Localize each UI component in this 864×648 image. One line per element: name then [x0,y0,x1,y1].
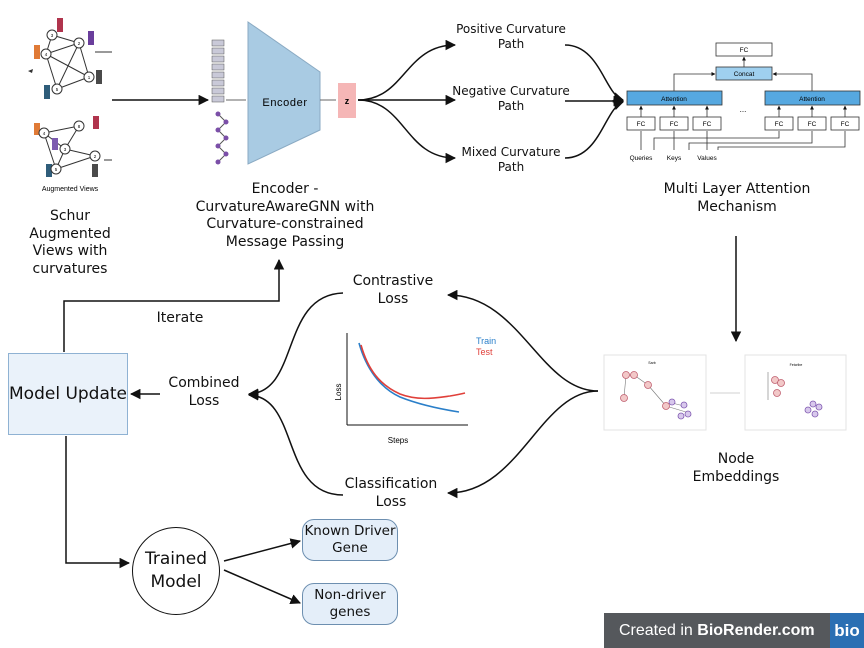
graph1-node-3: 4 [40,48,52,60]
fc-label-5: FC [808,121,817,128]
graph1-node-4: 5 [51,83,63,95]
graph2-node-4: 2 [89,150,101,162]
embeddings-panel-1: Sarb [603,354,707,431]
graph1-node-1: 3 [46,29,58,41]
trained-model-circle: Trained Model [132,527,220,615]
loss-chart-xlabel: Steps [388,436,408,445]
positive-path-label: Positive Curvature Path [456,22,566,51]
biorender-badge[interactable]: Created in BioRender.com bio [604,613,864,648]
encoder-input-stack [211,39,225,103]
model-update-box: Model Update [8,353,128,435]
loss-chart-ylabel: Loss [334,384,343,401]
svg-text:4: 4 [43,131,46,136]
graph2-node-5: 5 [50,163,62,175]
arrow-contrastive-to-combined [247,292,344,399]
arrow-to-known-driver [223,538,302,562]
fc-label-6: FC [841,121,850,128]
latent-z-box [338,83,356,118]
attention-module: FC Concat Attention Attention ... FC FC … [626,42,861,162]
arrow-embeddings-to-classification [446,390,599,499]
arrow-z-to-positive [357,39,457,101]
svg-text:8: 8 [78,124,81,129]
graph2-node-2: 8 [73,120,85,132]
embeddings-panel-1-title: Sarb [648,361,655,365]
arrow-to-non-driver [223,569,301,605]
svg-text:5: 5 [56,87,59,92]
encoder-block [247,21,321,165]
fc-label-1: FC [637,121,646,128]
loss-chart: Loss Steps Train Test [334,333,496,445]
trained-model-label: Trained Model [144,549,208,592]
train-curve [358,342,460,413]
queries-label: Queries [630,155,654,162]
mixed-path-label: Mixed Curvature Path [461,145,561,174]
iterate-label: Iterate [156,310,204,326]
embeddings-panel-2-title: Fetcribe [790,363,803,367]
svg-text:3: 3 [64,147,67,152]
known-driver-gene-box: Known Driver Gene [302,519,398,561]
classification-loss-label: Classification Loss [344,476,438,510]
encoder-graph-chain [215,111,229,165]
svg-text:1: 1 [88,75,91,80]
fc-label-2: FC [670,121,679,128]
biorender-text: Created in BioRender.com [604,622,830,640]
attention-label-1: Attention [661,96,687,103]
non-driver-genes-box: Non-driver genes [302,583,398,625]
graph2-node-1: 4 [38,127,50,139]
graph1-node-5: 1 [83,71,95,83]
arrow-iterate-loop [63,258,285,352]
attention-ellipsis: ... [740,105,747,114]
encoder-caption: Encoder - CurvatureAwareGNN with Curvatu… [195,181,375,250]
values-label: Values [697,155,717,162]
svg-text:2: 2 [94,154,97,159]
fc-label-4: FC [775,121,784,128]
encoder-block-label: Encoder [262,97,307,109]
non-driver-genes-label: Non-driver genes [314,587,386,620]
svg-text:5: 5 [55,167,58,172]
test-curve [360,344,466,400]
legend-test: Test [476,347,493,357]
arrow-positive-to-attention [564,44,625,103]
augmented-views-label: Schur Augmented Views with curvatures [29,208,111,277]
contrastive-loss-label: Contrastive Loss [352,273,434,307]
arrow-embeddings-to-contrastive [446,289,599,392]
combined-loss-label: Combined Loss [168,375,240,409]
attention-caption: Multi Layer Attention Mechanism [663,181,811,215]
top-fc-label: FC [740,47,749,54]
concat-label: Concat [734,71,755,78]
created-in-text: Created in [619,621,693,639]
arrow-update-to-trained [65,436,131,569]
svg-text:3: 3 [51,33,54,38]
model-update-label: Model Update [9,383,128,404]
arrow-mixed-to-attention [564,100,624,159]
latent-z-label: z [345,96,350,106]
embeddings-caption: Node Embeddings [692,451,780,485]
fc-label-3: FC [703,121,712,128]
svg-text:2: 2 [78,41,81,46]
augmented-views-caption: Augmented Views [42,186,99,193]
arrow-z-to-mixed [357,99,457,164]
arrow-classification-to-combined [247,390,344,496]
negative-path-label: Negative Curvature Path [452,84,570,113]
biorender-logo-icon: bio [830,613,864,648]
graph2-node-3: 3 [59,143,71,155]
svg-text:4: 4 [45,52,48,57]
biorender-brand: BioRender.com [697,621,815,639]
graph1-node-2: 2 [73,37,85,49]
known-driver-gene-label: Known Driver Gene [304,523,396,556]
augmented-graph-1: 3 2 4 5 1 [28,18,112,99]
attention-label-2: Attention [799,96,825,103]
keys-label: Keys [667,155,682,162]
embeddings-panel-2: Fetcribe [744,354,847,431]
legend-train: Train [476,336,496,346]
augmented-graph-2: 4 8 3 2 5 [34,116,112,177]
